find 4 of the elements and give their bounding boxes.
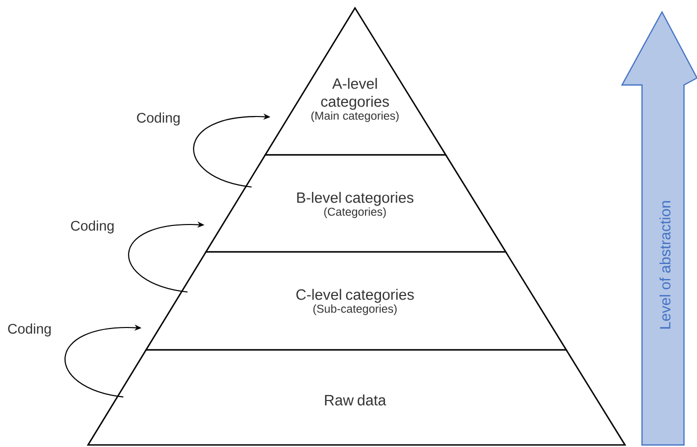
edge-label: Coding bbox=[8, 323, 51, 336]
edge-label: Coding bbox=[137, 112, 180, 126]
edge-label: Coding bbox=[71, 220, 114, 234]
node-label: Raw data bbox=[325, 394, 386, 406]
